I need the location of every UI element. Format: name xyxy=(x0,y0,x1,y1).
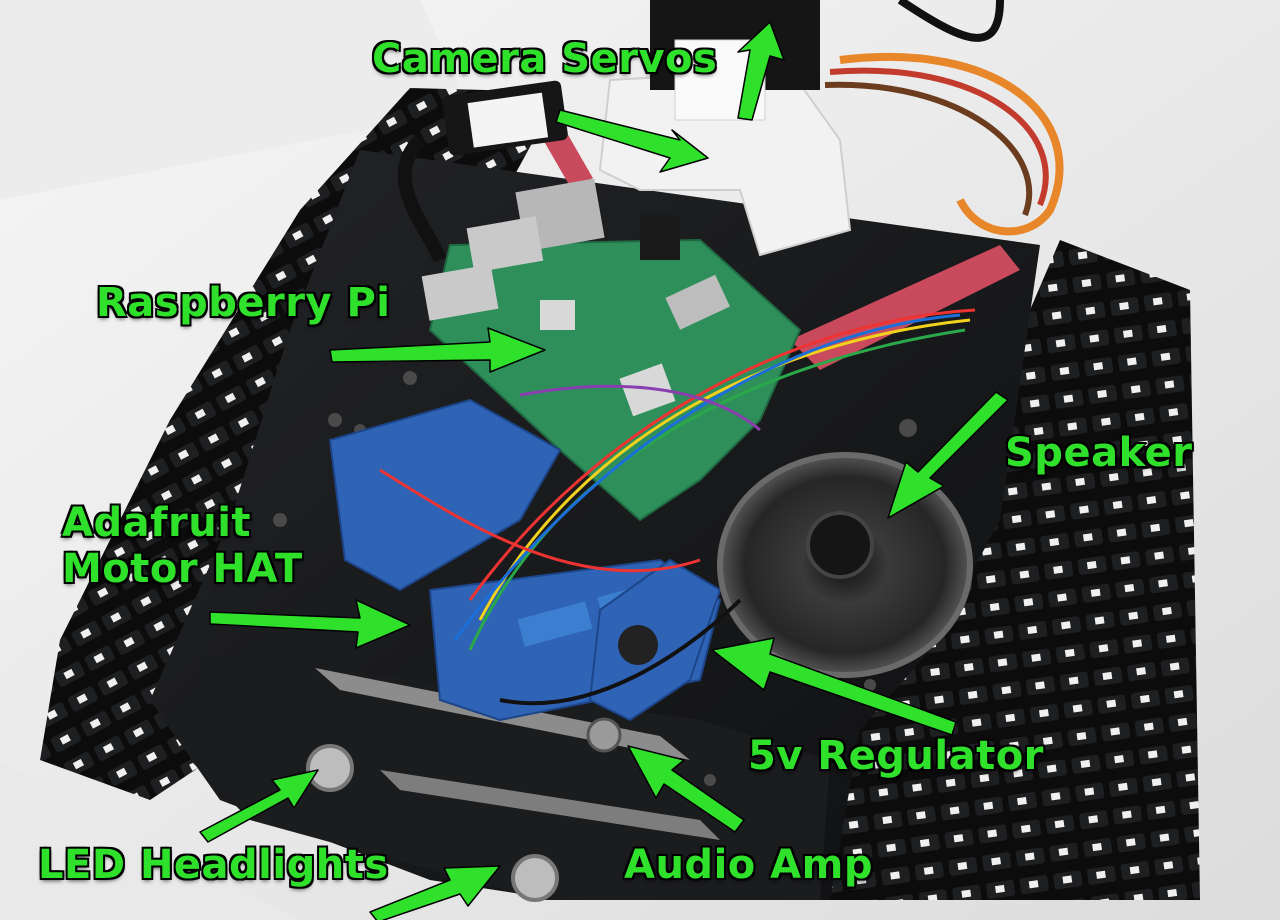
led-headlight-right xyxy=(511,854,559,902)
arrow-camera-servos-2 xyxy=(737,21,785,121)
hdmi-port xyxy=(665,274,730,330)
label-camera-servos: Camera Servos xyxy=(371,35,718,83)
label-regulator: 5v Regulator xyxy=(747,732,1044,780)
jumper-wires xyxy=(379,308,976,706)
proto-board xyxy=(328,398,562,592)
servo-bracket xyxy=(598,68,852,257)
right-track xyxy=(800,240,1200,900)
heatsink-2 xyxy=(619,363,676,417)
label-speaker: Speaker xyxy=(1004,429,1193,477)
audio-jack xyxy=(640,215,680,260)
servo-wires-orange xyxy=(839,52,1064,236)
label-motor-hat-line2: Motor HAT xyxy=(61,545,303,593)
usb-port-2 xyxy=(421,264,499,321)
front-slot-2 xyxy=(380,770,720,840)
led-headlight-left xyxy=(306,744,354,792)
heatsink-1 xyxy=(540,300,575,330)
table-surface xyxy=(0,760,300,920)
black-cable xyxy=(897,0,1004,42)
arrow-camera-servos-1 xyxy=(555,109,709,173)
background-shadow xyxy=(0,0,470,200)
inductor xyxy=(618,625,658,665)
arrow-regulator xyxy=(711,637,957,736)
servo-wires-red xyxy=(829,67,1049,207)
speaker-center xyxy=(806,511,874,579)
label-led-headlights: LED Headlights xyxy=(37,841,389,889)
arrow-audio-amp xyxy=(627,745,745,833)
usb-cable xyxy=(397,135,447,263)
label-audio-amp: Audio Amp xyxy=(623,841,873,889)
label-motor-hat-line1: Adafruit xyxy=(61,499,252,547)
label-motor-hat: Adafruit Motor HAT xyxy=(61,499,303,593)
front-bumper xyxy=(190,650,830,900)
arrow-raspberry-pi xyxy=(329,327,546,373)
camera-label xyxy=(467,92,549,148)
servo-wires-brown xyxy=(824,81,1033,217)
usb-port-1 xyxy=(466,216,544,273)
arrow-speaker xyxy=(887,391,1009,519)
arrow-motor-hat xyxy=(209,599,411,649)
label-raspberry-pi: Raspberry Pi xyxy=(95,279,391,327)
arrow-led-headlights-1 xyxy=(199,769,319,843)
arrow-led-headlights-2 xyxy=(369,865,501,920)
audio-amp-nut xyxy=(586,717,622,753)
